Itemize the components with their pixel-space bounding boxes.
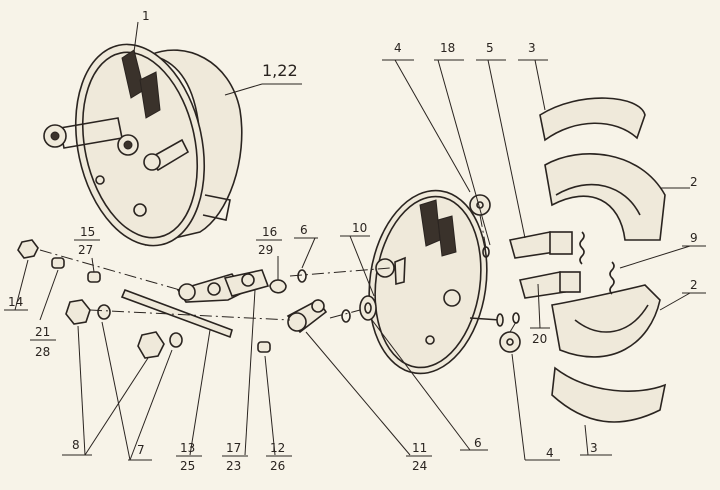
label-6-bottom: 6 bbox=[474, 436, 482, 450]
callout-labels: 1 1,22 4 18 5 3 2 9 2 20 4 3 6 11 24 10 … bbox=[4, 9, 706, 473]
label-9: 9 bbox=[690, 231, 698, 245]
brake-shoes bbox=[539, 97, 667, 423]
label-3-bottom: 3 bbox=[590, 441, 598, 455]
label-1: 1 bbox=[142, 9, 150, 23]
rod-nuts-washers bbox=[17, 239, 271, 359]
label-12: 12 bbox=[270, 441, 285, 455]
label-29: 29 bbox=[258, 243, 273, 257]
label-27: 27 bbox=[78, 243, 93, 257]
label-15: 15 bbox=[80, 225, 95, 239]
label-25: 25 bbox=[180, 459, 195, 473]
label-8: 8 bbox=[72, 438, 80, 452]
label-2-top: 2 bbox=[690, 175, 698, 189]
leader-lines bbox=[14, 21, 691, 461]
label-4-bottom: 4 bbox=[546, 446, 554, 460]
label-28: 28 bbox=[35, 345, 50, 359]
label-26: 26 bbox=[270, 459, 285, 473]
levers bbox=[176, 269, 328, 334]
cams-and-springs bbox=[508, 231, 615, 299]
label-21: 21 bbox=[35, 325, 50, 339]
label-23: 23 bbox=[226, 459, 241, 473]
label-20: 20 bbox=[532, 332, 547, 346]
label-1-22: 1,22 bbox=[262, 61, 298, 80]
label-14: 14 bbox=[8, 295, 23, 309]
label-10: 10 bbox=[352, 221, 367, 235]
back-plate bbox=[368, 189, 504, 375]
label-7: 7 bbox=[137, 443, 145, 457]
label-17: 17 bbox=[226, 441, 241, 455]
label-11: 11 bbox=[412, 441, 427, 455]
label-24: 24 bbox=[412, 459, 427, 473]
assembled-brake-drum bbox=[43, 43, 243, 247]
label-6-top: 6 bbox=[300, 223, 308, 237]
label-16: 16 bbox=[262, 225, 277, 239]
label-13: 13 bbox=[180, 441, 195, 455]
label-5: 5 bbox=[486, 41, 494, 55]
label-3-top: 3 bbox=[528, 41, 536, 55]
label-2-bottom: 2 bbox=[690, 278, 698, 292]
assembly-centerlines bbox=[39, 214, 517, 333]
label-4-top: 4 bbox=[394, 41, 402, 55]
label-18: 18 bbox=[440, 41, 455, 55]
